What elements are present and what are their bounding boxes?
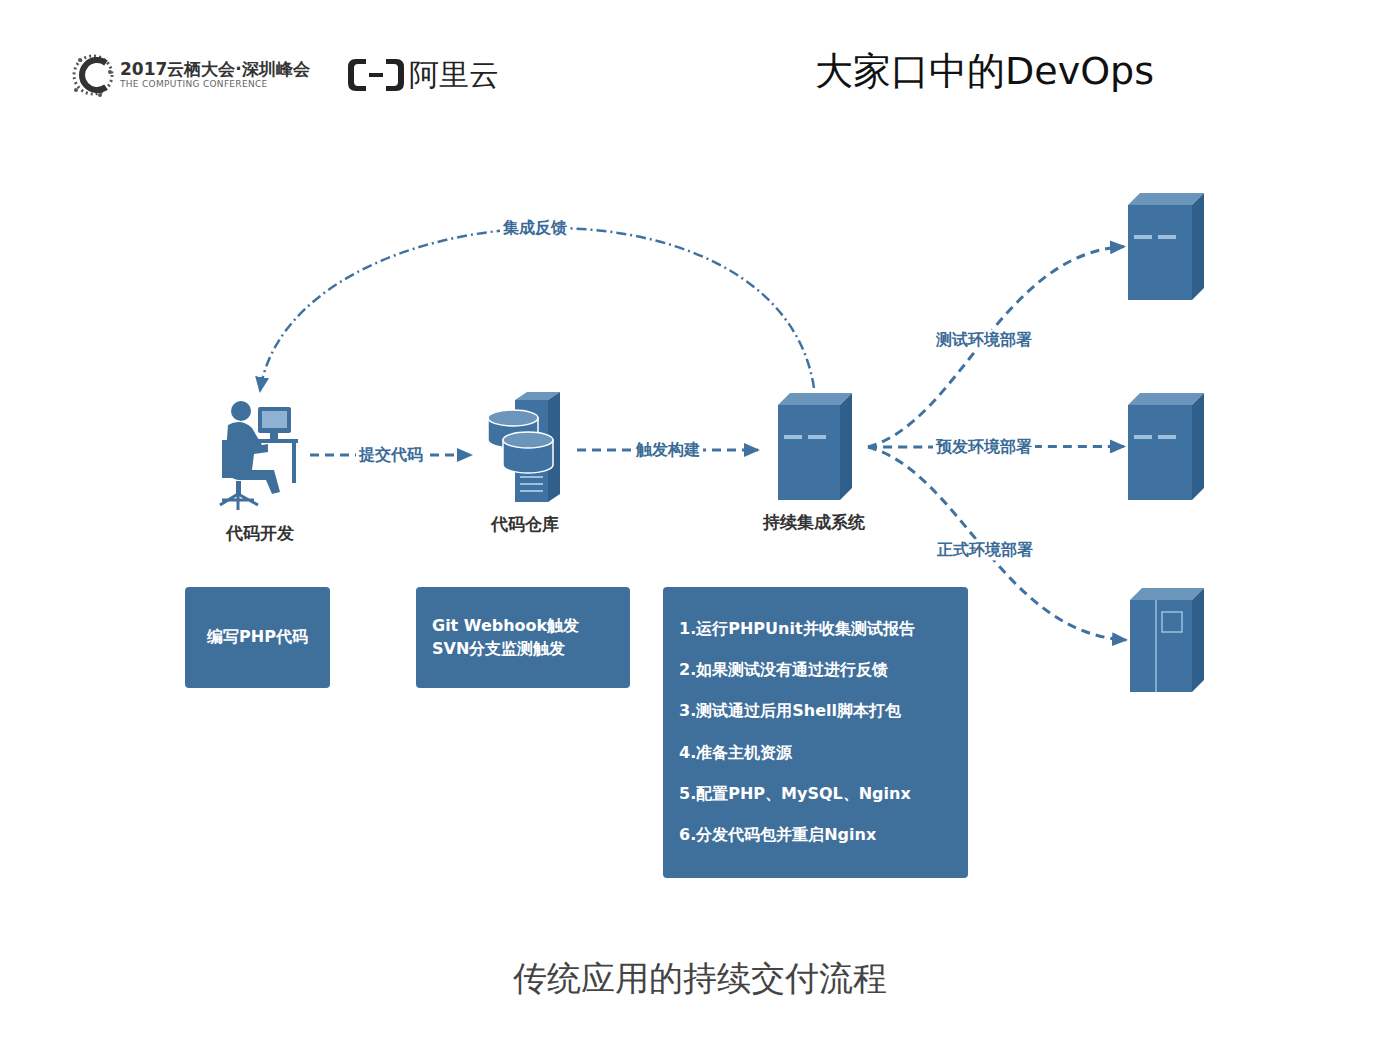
logo-text: THE COMPUTING CONFERENCE (120, 79, 268, 89)
ci-system-node: 持续集成系统 (762, 390, 866, 534)
node-label: 持续集成系统 (763, 511, 865, 534)
node-label: 代码仓库 (491, 513, 559, 536)
server-icon (1128, 393, 1204, 500)
edge-label: 正式环境部署 (934, 540, 1036, 561)
server-node (1126, 391, 1206, 502)
slide-title: 大家口中的DevOps (815, 46, 1154, 97)
ci-server-icon (778, 393, 852, 500)
step-text: Git Webhook触发 SVN分支监测触发 (432, 615, 592, 660)
step-text: 2.如果测试没有通过进行反馈 (679, 660, 952, 681)
repository-node: 代码仓库 (475, 390, 575, 536)
developer-node: 代码开发 (212, 395, 308, 545)
logo-text: 阿里云 (409, 55, 499, 96)
aliyun-logo (348, 59, 404, 91)
caption: 传统应用的持续交付流程 (0, 956, 1400, 1002)
edge-label: 集成反馈 (500, 218, 570, 239)
node-label: 代码开发 (226, 522, 294, 545)
connector (868, 247, 1124, 448)
server-icon (1128, 193, 1204, 300)
step-box: Git Webhook触发 SVN分支监测触发 (416, 587, 630, 688)
step-text: 3.测试通过后用Shell脚本打包 (679, 701, 952, 722)
conference-emblem (74, 56, 112, 97)
server-icon (1130, 588, 1204, 692)
logo-text: 2017云栖大会·深圳峰会 (120, 58, 310, 81)
edge-label: 提交代码 (356, 445, 426, 466)
repository-icon (488, 392, 560, 502)
step-box: 编写PHP代码 (185, 587, 330, 688)
edge-label: 触发构建 (633, 440, 703, 461)
step-text: 1.运行PHPUnit并收集测试报告 (679, 619, 952, 640)
step-text: 6.分发代码包并重启Nginx (679, 825, 952, 846)
step-text: 4.准备主机资源 (679, 743, 952, 764)
step-text: 5.配置PHP、MySQL、Nginx (679, 784, 952, 805)
developer-icon (220, 401, 298, 510)
step-list-box: 1.运行PHPUnit并收集测试报告 2.如果测试没有通过进行反馈 3.测试通过后用… (663, 587, 968, 878)
server-node (1126, 191, 1206, 302)
connector (260, 228, 814, 391)
step-text: 编写PHP代码 (207, 627, 308, 648)
edge-label: 预发环境部署 (933, 436, 1035, 457)
server-node (1128, 586, 1206, 694)
edge-label: 测试环境部署 (933, 329, 1035, 350)
